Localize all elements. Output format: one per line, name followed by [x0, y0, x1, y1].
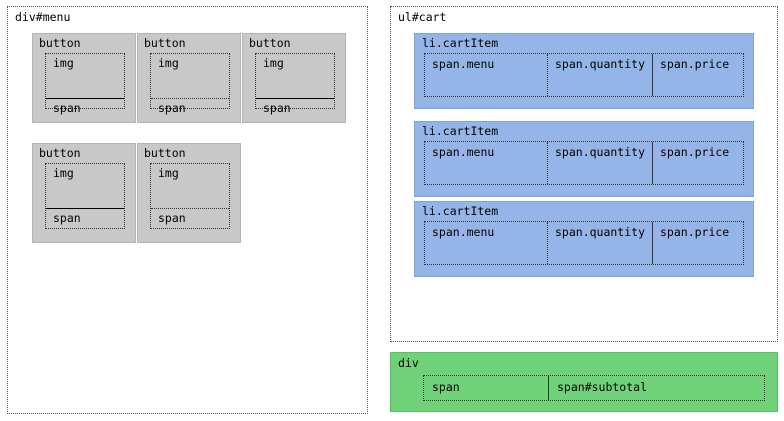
menu-button-1-span: span [46, 98, 124, 115]
menu-button-2-label: button [144, 36, 186, 50]
cart-item-2-price-label: span.price [660, 145, 730, 159]
cart-item-2-menu-label: span.menu [432, 145, 495, 159]
subtotal-panel: div span span#subtotal [390, 352, 778, 412]
subtotal-value-text: span#subtotal [557, 380, 648, 394]
menu-button-2-img-label: img [158, 56, 179, 70]
cart-item-2-quantity-label: span.quantity [555, 145, 646, 159]
cart-item-1-menu: span.menu [425, 54, 548, 96]
menu-button-3-content: img span [255, 53, 335, 115]
cart-item-3-menu-label: span.menu [432, 225, 495, 239]
cart-item-1-label: li.cartItem [422, 36, 499, 50]
menu-button-5-span-label: span [158, 211, 186, 225]
menu-button-1-content: img span [45, 53, 125, 115]
subtotal-row: span span#subtotal [423, 375, 765, 401]
cart-item-1-quantity[interactable]: span.quantity [548, 54, 653, 96]
menu-button-5-img-label: img [158, 166, 179, 180]
menu-button-2-span: span [151, 98, 229, 115]
cart-item-3[interactable]: li.cartItem span.menu span.quantity span… [414, 201, 754, 277]
cart-panel: ul#cart li.cartItem span.menu span.quant… [390, 6, 778, 342]
cart-item-3-menu: span.menu [425, 222, 548, 264]
menu-button-1-img: img [46, 54, 124, 98]
cart-item-3-quantity-label: span.quantity [555, 225, 646, 239]
menu-button-2-img: img [151, 54, 229, 98]
menu-button-4-img: img [46, 164, 124, 208]
menu-button-3-img-label: img [263, 56, 284, 70]
menu-panel-label: div#menu [15, 10, 71, 24]
cart-item-3-price-label: span.price [660, 225, 730, 239]
menu-button-1-span-label: span [53, 101, 81, 115]
cart-item-2-price: span.price [653, 142, 743, 184]
menu-button-4-span: span [46, 208, 124, 228]
subtotal-panel-label: div [398, 356, 419, 370]
cart-item-1-price-label: span.price [660, 57, 730, 71]
menu-button-4[interactable]: button img span [32, 143, 136, 243]
menu-button-5-span: span [151, 208, 229, 228]
cart-item-1-menu-label: span.menu [432, 57, 495, 71]
menu-button-3-span-label: span [263, 101, 291, 115]
cart-item-1-quantity-label: span.quantity [555, 57, 646, 71]
menu-button-5-label: button [144, 146, 186, 160]
cart-item-2[interactable]: li.cartItem span.menu span.quantity span… [414, 121, 754, 197]
cart-item-3-price: span.price [653, 222, 743, 264]
menu-button-5-content: img span [150, 163, 230, 229]
menu-button-2-content: img span [150, 53, 230, 115]
cart-item-2-quantity[interactable]: span.quantity [548, 142, 653, 184]
cart-item-3-row: span.menu span.quantity span.price [424, 221, 744, 265]
menu-button-3-label: button [249, 36, 291, 50]
menu-button-2-span-label: span [158, 101, 186, 115]
menu-panel: div#menu button img span button img span… [7, 6, 368, 414]
cart-item-1-price: span.price [653, 54, 743, 96]
menu-button-4-img-label: img [53, 166, 74, 180]
menu-button-4-span-label: span [53, 211, 81, 225]
menu-button-3-img: img [256, 54, 334, 98]
cart-item-2-menu: span.menu [425, 142, 548, 184]
menu-button-2[interactable]: button img span [137, 33, 241, 123]
subtotal-value-cell: span#subtotal [549, 376, 764, 400]
menu-button-3-span: span [256, 98, 334, 115]
cart-item-2-row: span.menu span.quantity span.price [424, 141, 744, 185]
cart-panel-label: ul#cart [398, 10, 447, 24]
menu-button-5-img: img [151, 164, 229, 208]
menu-button-5[interactable]: button img span [137, 143, 241, 243]
cart-item-1-row: span.menu span.quantity span.price [424, 53, 744, 97]
menu-button-3[interactable]: button img span [242, 33, 346, 123]
cart-item-2-label: li.cartItem [422, 124, 499, 138]
cart-item-3-quantity[interactable]: span.quantity [548, 222, 653, 264]
menu-button-1[interactable]: button img span [32, 33, 136, 123]
menu-button-1-label: button [39, 36, 81, 50]
cart-item-3-label: li.cartItem [422, 204, 499, 218]
subtotal-label-cell: span [424, 376, 549, 400]
subtotal-label-text: span [432, 380, 460, 394]
menu-button-1-img-label: img [53, 56, 74, 70]
cart-item-1[interactable]: li.cartItem span.menu span.quantity span… [414, 33, 754, 109]
menu-button-4-label: button [39, 146, 81, 160]
menu-button-4-content: img span [45, 163, 125, 229]
